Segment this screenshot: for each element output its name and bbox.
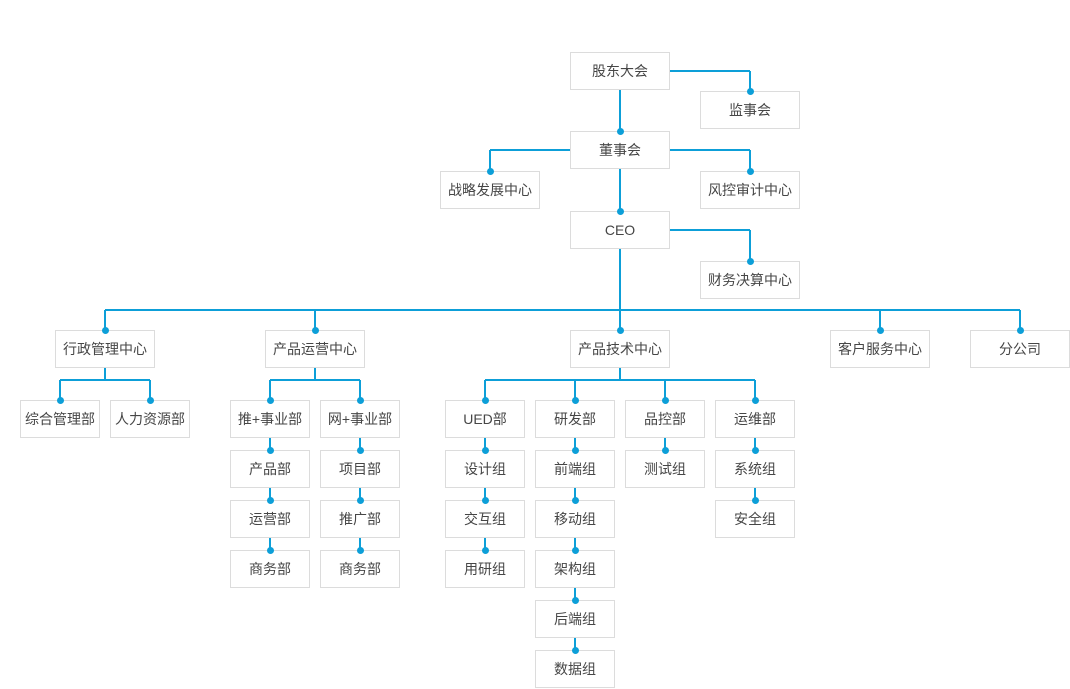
org-node-backend-grp[interactable]: 后端组	[535, 600, 615, 638]
connector-dot-riskaudit	[746, 167, 754, 175]
connector-dot-frontend-grp	[571, 446, 579, 454]
org-node-branch[interactable]: 分公司	[970, 330, 1070, 368]
connector-dot-test-grp	[661, 446, 669, 454]
connector-dot-product-dept	[266, 446, 274, 454]
connector-dot-admin	[101, 326, 109, 334]
connector-dot-data-grp	[571, 646, 579, 654]
org-node-design-grp[interactable]: 设计组	[445, 450, 525, 488]
org-node-system-grp[interactable]: 系统组	[715, 450, 795, 488]
connector-dot-system-grp	[751, 446, 759, 454]
org-node-supervisory[interactable]: 监事会	[700, 91, 800, 129]
org-node-ued[interactable]: UED部	[445, 400, 525, 438]
org-node-wang-bu[interactable]: 网+事业部	[320, 400, 400, 438]
org-node-custserv[interactable]: 客户服务中心	[830, 330, 930, 368]
org-node-devops[interactable]: 运维部	[715, 400, 795, 438]
connector-dot-rd	[571, 396, 579, 404]
connector-dot-design-grp	[481, 446, 489, 454]
connector-dot-ued	[481, 396, 489, 404]
connector-dot-wang-bu	[356, 396, 364, 404]
org-node-riskaudit[interactable]: 风控审计中心	[700, 171, 800, 209]
connector-dot-custserv	[876, 326, 884, 334]
org-node-hr[interactable]: 人力资源部	[110, 400, 190, 438]
connector-dot-board	[616, 127, 624, 135]
connector-dot-ceo	[616, 207, 624, 215]
connector-dot-ops-dept	[266, 496, 274, 504]
org-node-admin[interactable]: 行政管理中心	[55, 330, 155, 368]
connector-dot-hr	[146, 396, 154, 404]
connector-dot-biz-dept-1	[266, 546, 274, 554]
connector-dot-biz-dept-2	[356, 546, 364, 554]
connector-dot-project-dept	[356, 446, 364, 454]
connector-dot-backend-grp	[571, 596, 579, 604]
org-node-product-dept[interactable]: 产品部	[230, 450, 310, 488]
connector-dot-qa	[661, 396, 669, 404]
org-node-ops-dept[interactable]: 运营部	[230, 500, 310, 538]
connector-dot-branch	[1016, 326, 1024, 334]
connector-dot-strategy	[486, 167, 494, 175]
org-node-frontend-grp[interactable]: 前端组	[535, 450, 615, 488]
org-node-prodops[interactable]: 产品运营中心	[265, 330, 365, 368]
connector-dot-general-mgmt	[56, 396, 64, 404]
org-node-ceo[interactable]: CEO	[570, 211, 670, 249]
connector-dot-interaction-grp	[481, 496, 489, 504]
connector-dot-tui-bu	[266, 396, 274, 404]
org-node-general-mgmt[interactable]: 综合管理部	[20, 400, 100, 438]
org-node-userresearch-grp[interactable]: 用研组	[445, 550, 525, 588]
org-node-promo-dept[interactable]: 推广部	[320, 500, 400, 538]
connector-dot-arch-grp	[571, 546, 579, 554]
org-node-mobile-grp[interactable]: 移动组	[535, 500, 615, 538]
connector-dot-security-grp	[751, 496, 759, 504]
org-node-test-grp[interactable]: 测试组	[625, 450, 705, 488]
org-node-finance[interactable]: 财务决算中心	[700, 261, 800, 299]
org-node-arch-grp[interactable]: 架构组	[535, 550, 615, 588]
org-node-qa[interactable]: 品控部	[625, 400, 705, 438]
org-node-security-grp[interactable]: 安全组	[715, 500, 795, 538]
connector-dot-prodops	[311, 326, 319, 334]
connector-dot-supervisory	[746, 87, 754, 95]
connector-dot-prodtech	[616, 326, 624, 334]
org-node-biz-dept-1[interactable]: 商务部	[230, 550, 310, 588]
org-node-board[interactable]: 董事会	[570, 131, 670, 169]
connector-dot-finance	[746, 257, 754, 265]
connector-dot-devops	[751, 396, 759, 404]
org-node-project-dept[interactable]: 项目部	[320, 450, 400, 488]
org-node-tui-bu[interactable]: 推+事业部	[230, 400, 310, 438]
org-node-shareholders[interactable]: 股东大会	[570, 52, 670, 90]
org-node-interaction-grp[interactable]: 交互组	[445, 500, 525, 538]
org-node-biz-dept-2[interactable]: 商务部	[320, 550, 400, 588]
connector-dot-mobile-grp	[571, 496, 579, 504]
org-node-data-grp[interactable]: 数据组	[535, 650, 615, 688]
connector-dot-userresearch-grp	[481, 546, 489, 554]
org-node-prodtech[interactable]: 产品技术中心	[570, 330, 670, 368]
org-node-rd[interactable]: 研发部	[535, 400, 615, 438]
connector-dot-promo-dept	[356, 496, 364, 504]
org-node-strategy[interactable]: 战略发展中心	[440, 171, 540, 209]
